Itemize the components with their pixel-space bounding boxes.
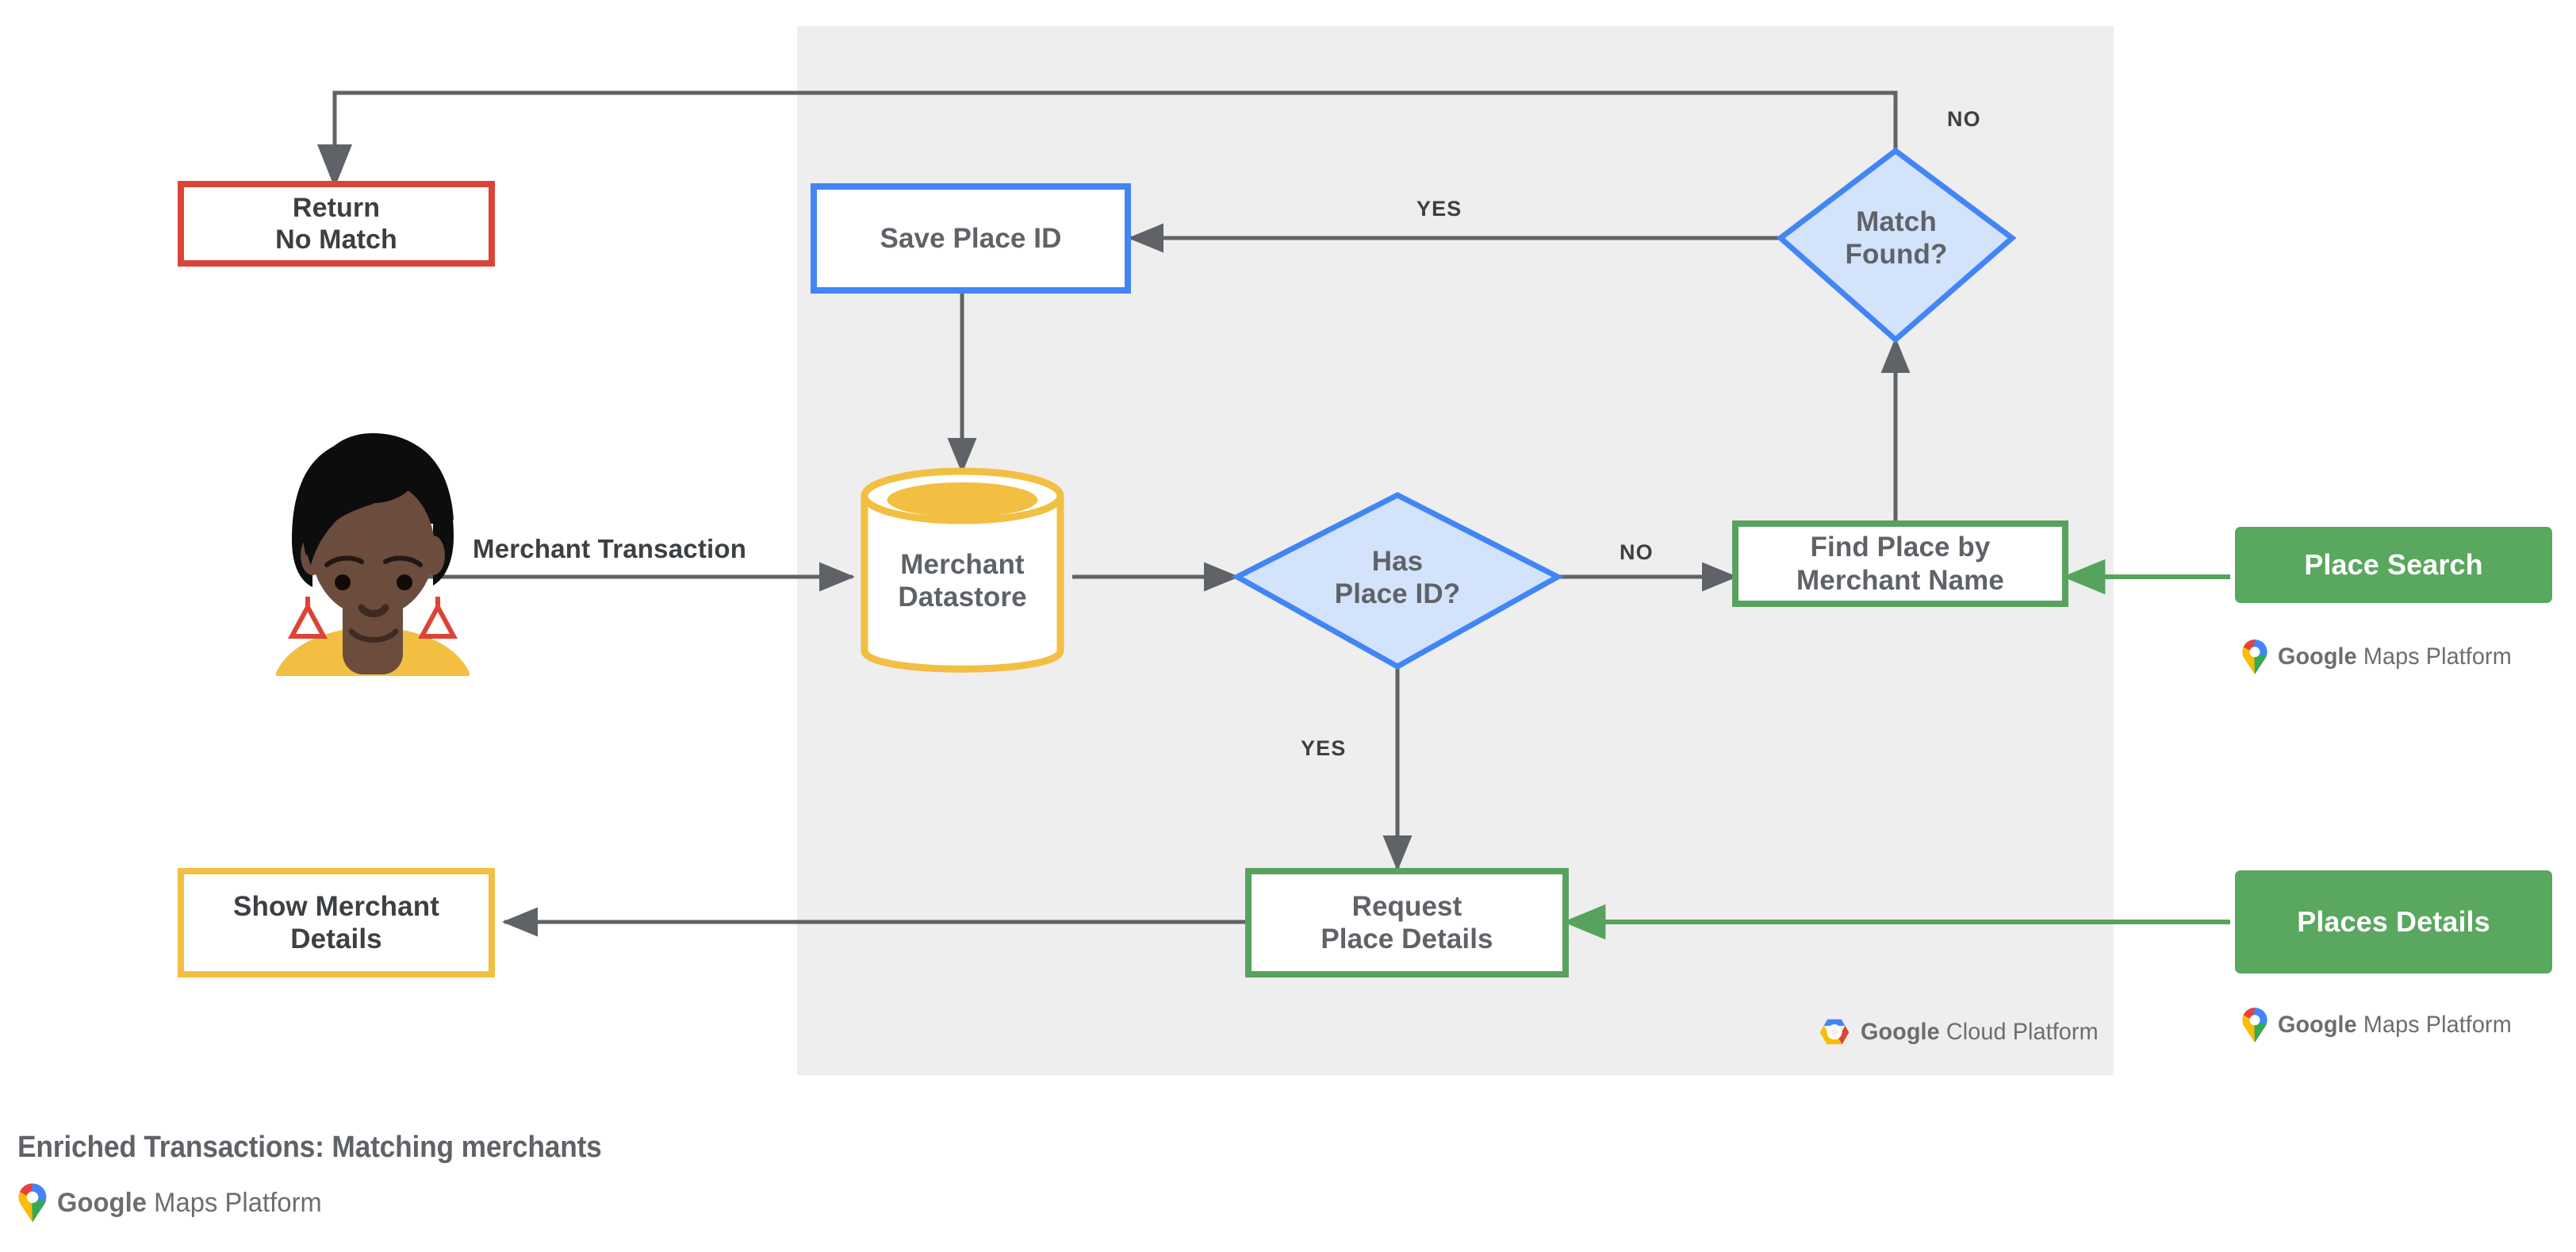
edge-label-yes-has-place-id: YES xyxy=(1301,736,1347,760)
node-save-place-id-shape xyxy=(811,183,1131,294)
edge-label-merchant-transaction: Merchant Transaction xyxy=(473,534,747,563)
node-request-place-details-shape xyxy=(1245,868,1569,977)
diagram-title: Enriched Transactions: Matching merchant… xyxy=(17,1131,602,1164)
google-maps-pin-icon xyxy=(2242,639,2267,674)
maps-platform-wordmark: Google Maps Platform xyxy=(57,1188,322,1219)
maps-platform-lockup-places-details: Google Maps Platform xyxy=(2241,1007,2521,1043)
maps-wordmark-rest: Maps Platform xyxy=(147,1187,322,1218)
node-place-search-shape xyxy=(2235,527,2552,603)
cloud-platform-wordmark: Google Cloud Platform xyxy=(1861,1019,2099,1046)
maps-wordmark-rest: Maps Platform xyxy=(2356,643,2512,670)
maps-wordmark-google: Google xyxy=(57,1187,148,1218)
maps-wordmark-rest: Maps Platform xyxy=(2356,1012,2512,1038)
google-maps-pin-icon xyxy=(2242,1008,2267,1043)
maps-platform-lockup-place-search: Google Maps Platform xyxy=(2241,639,2521,675)
edge-label-yes-match-found: YES xyxy=(1416,197,1462,221)
node-find-place-shape xyxy=(1732,520,2068,607)
cloud-platform-lockup: Google Cloud Platform xyxy=(1818,1016,2108,1048)
node-merchant-datastore-shape xyxy=(861,467,1064,673)
maps-wordmark-google: Google xyxy=(2278,1012,2357,1038)
cloud-wordmark-rest: Cloud Platform xyxy=(1939,1019,2099,1045)
node-show-merchant-details-shape xyxy=(178,868,495,977)
node-places-details-shape xyxy=(2235,870,2552,974)
edge-label-no-match-found: NO xyxy=(1947,107,1981,131)
edge-match-found-no-to-return xyxy=(317,90,1898,188)
google-maps-pin-icon xyxy=(18,1183,47,1223)
google-cloud-hexagon-icon xyxy=(1819,1019,1850,1045)
user-avatar-illustration xyxy=(276,433,470,676)
edge-label-no-has-place-id: NO xyxy=(1620,540,1654,564)
maps-platform-wordmark: Google Maps Platform xyxy=(2278,643,2512,670)
node-return-no-match-shape xyxy=(178,181,495,267)
maps-platform-lockup-caption: Google Maps Platform xyxy=(17,1182,333,1223)
maps-platform-wordmark: Google Maps Platform xyxy=(2278,1012,2512,1039)
node-match-found-shape xyxy=(1776,147,2017,344)
maps-wordmark-google: Google xyxy=(2278,643,2357,670)
cloud-wordmark-google: Google xyxy=(1861,1019,1940,1045)
node-has-place-id-shape xyxy=(1231,492,1564,670)
